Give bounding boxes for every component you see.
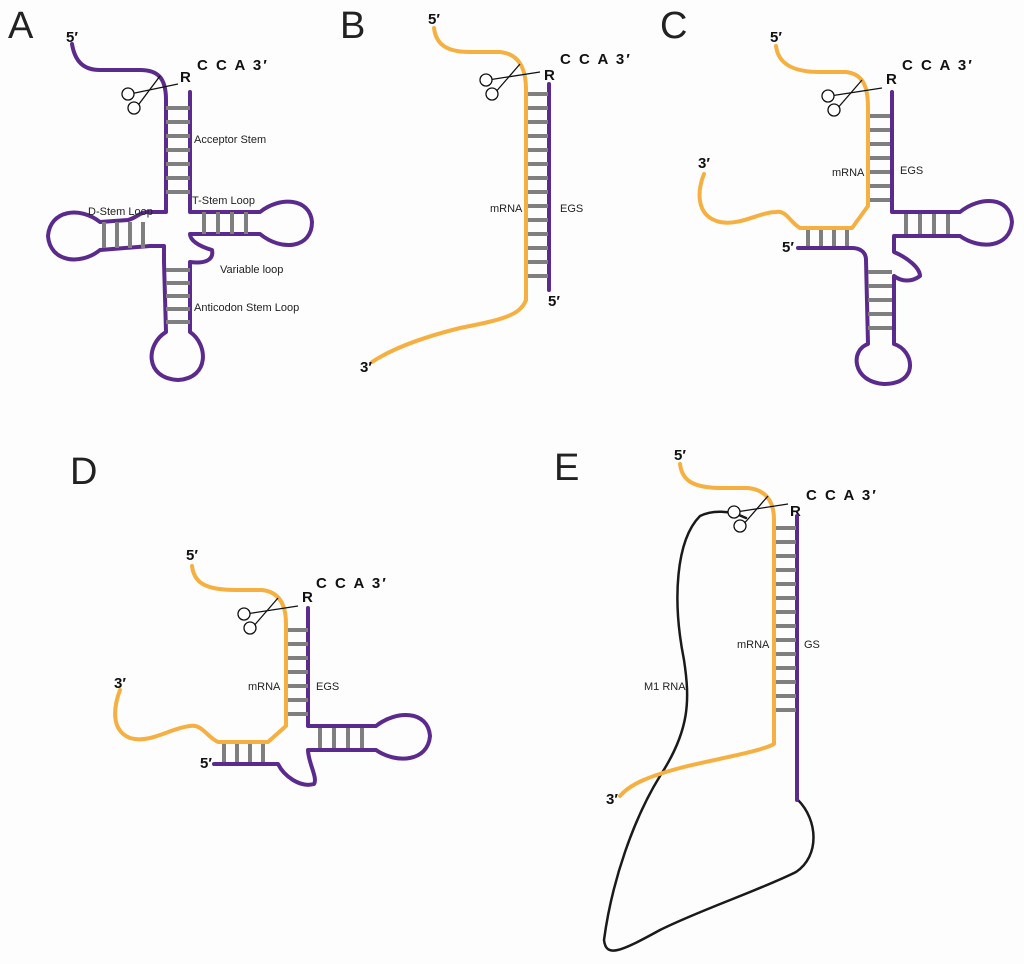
panel-b-three-prime: 3′	[360, 359, 372, 376]
panel-e-m1-label: M1 RNA	[644, 681, 686, 693]
panel-a-five-prime: 5′	[66, 29, 78, 46]
panel-c: C 5′ R C C A 3′ 3′	[660, 5, 1014, 386]
panel-a-letter: A	[8, 5, 34, 47]
panel-d-mrna-label: mRNA	[248, 681, 281, 693]
panel-a-variable-label: Variable loop	[220, 264, 283, 276]
panel-d-five-prime-top: 5′	[186, 547, 198, 564]
panel-e-mrna-label: mRNA	[737, 639, 770, 651]
panel-d-acceptor-pairs	[288, 628, 308, 716]
panel-c-r-label: R	[886, 71, 897, 88]
panel-a-acceptor-label: Acceptor Stem	[194, 134, 266, 146]
panel-e-m1-rna-strand	[602, 510, 815, 952]
panel-a-t-stem-pairs	[202, 212, 248, 234]
panel-b-five-prime-bottom: 5′	[548, 293, 560, 310]
panel-b: B 5′ R C C A 3′ mRNA	[340, 5, 632, 376]
panel-c-five-prime-top: 5′	[770, 29, 782, 46]
panel-d-three-prime: 3′	[114, 675, 126, 692]
panel-b-egs-label: EGS	[560, 203, 583, 215]
panel-c-t-stem-pairs	[904, 214, 950, 234]
panel-a-anticodon-label: Anticodon Stem Loop	[194, 302, 299, 314]
panel-e-gs-label: GS	[804, 639, 820, 651]
panel-e-five-prime-top: 5′	[674, 447, 686, 464]
panel-d-five-prime-left: 5′	[200, 755, 212, 772]
panel-b-r-label: R	[544, 67, 555, 84]
panel-b-letter: B	[340, 5, 365, 47]
panel-b-five-prime-top: 5′	[428, 11, 440, 28]
panel-c-d-stem-pairs	[806, 230, 849, 246]
panel-c-acceptor-pairs	[870, 114, 890, 202]
panel-b-cca-label: C C A 3′	[560, 51, 632, 68]
panel-e-r-label: R	[790, 503, 801, 520]
panel-a-t-loop-label: T-Stem Loop	[192, 195, 255, 207]
panel-c-cca-label: C C A 3′	[902, 57, 974, 74]
panel-c-three-prime: 3′	[698, 155, 710, 172]
panel-c-trna-strand	[796, 90, 1014, 386]
panel-a-trna-5prime-strand	[46, 42, 314, 382]
panel-b-base-pairs	[528, 92, 548, 278]
panel-e: E 5′ R C C A 3′ mRN	[554, 447, 878, 952]
panel-d-scissors-icon	[237, 597, 299, 635]
panel-e-scissors-icon	[727, 495, 789, 533]
panel-d: D 5′ R C C A 3′ 3′	[70, 451, 432, 787]
panel-d-d-stem-pairs	[222, 744, 265, 762]
panel-c-mrna-label: mRNA	[832, 167, 865, 179]
panel-a-acceptor-pairs	[166, 106, 190, 194]
panel-c-letter: C	[660, 5, 687, 47]
panel-d-r-label: R	[302, 589, 313, 606]
panel-e-cca-label: C C A 3′	[806, 487, 878, 504]
panel-c-mrna-strand	[697, 44, 870, 230]
panel-a-anticodon-pairs	[166, 268, 190, 324]
panel-b-mrna-label: mRNA	[490, 203, 523, 215]
panel-a-d-stem-pairs	[102, 222, 145, 248]
panel-e-base-pairs	[776, 526, 796, 712]
panel-e-letter: E	[554, 447, 579, 489]
panel-e-three-prime: 3′	[606, 791, 618, 808]
panel-b-mrna-strand	[370, 26, 528, 364]
panel-d-t-stem-pairs	[318, 728, 364, 748]
panel-c-anticodon-pairs	[868, 270, 892, 330]
panel-a-r-label: R	[180, 69, 191, 86]
panel-d-trna-strand	[212, 606, 432, 787]
panel-c-five-prime-left: 5′	[782, 239, 794, 256]
panel-e-mrna-strand	[618, 462, 776, 798]
panel-a-d-loop-label: D-Stem Loop	[88, 206, 153, 218]
panel-d-cca-label: C C A 3′	[316, 575, 388, 592]
panel-a: A 5′ R C C A 3′	[8, 5, 314, 382]
panel-d-mrna-strand	[113, 564, 288, 744]
panel-c-egs-label: EGS	[900, 165, 923, 177]
panel-c-scissors-icon	[821, 79, 883, 117]
panel-b-scissors-icon	[479, 63, 541, 101]
panel-d-letter: D	[70, 451, 97, 493]
panel-a-scissors-icon	[121, 75, 179, 115]
panel-a-cca-label: C C A 3′	[197, 57, 269, 74]
panel-d-egs-label: EGS	[316, 681, 339, 693]
